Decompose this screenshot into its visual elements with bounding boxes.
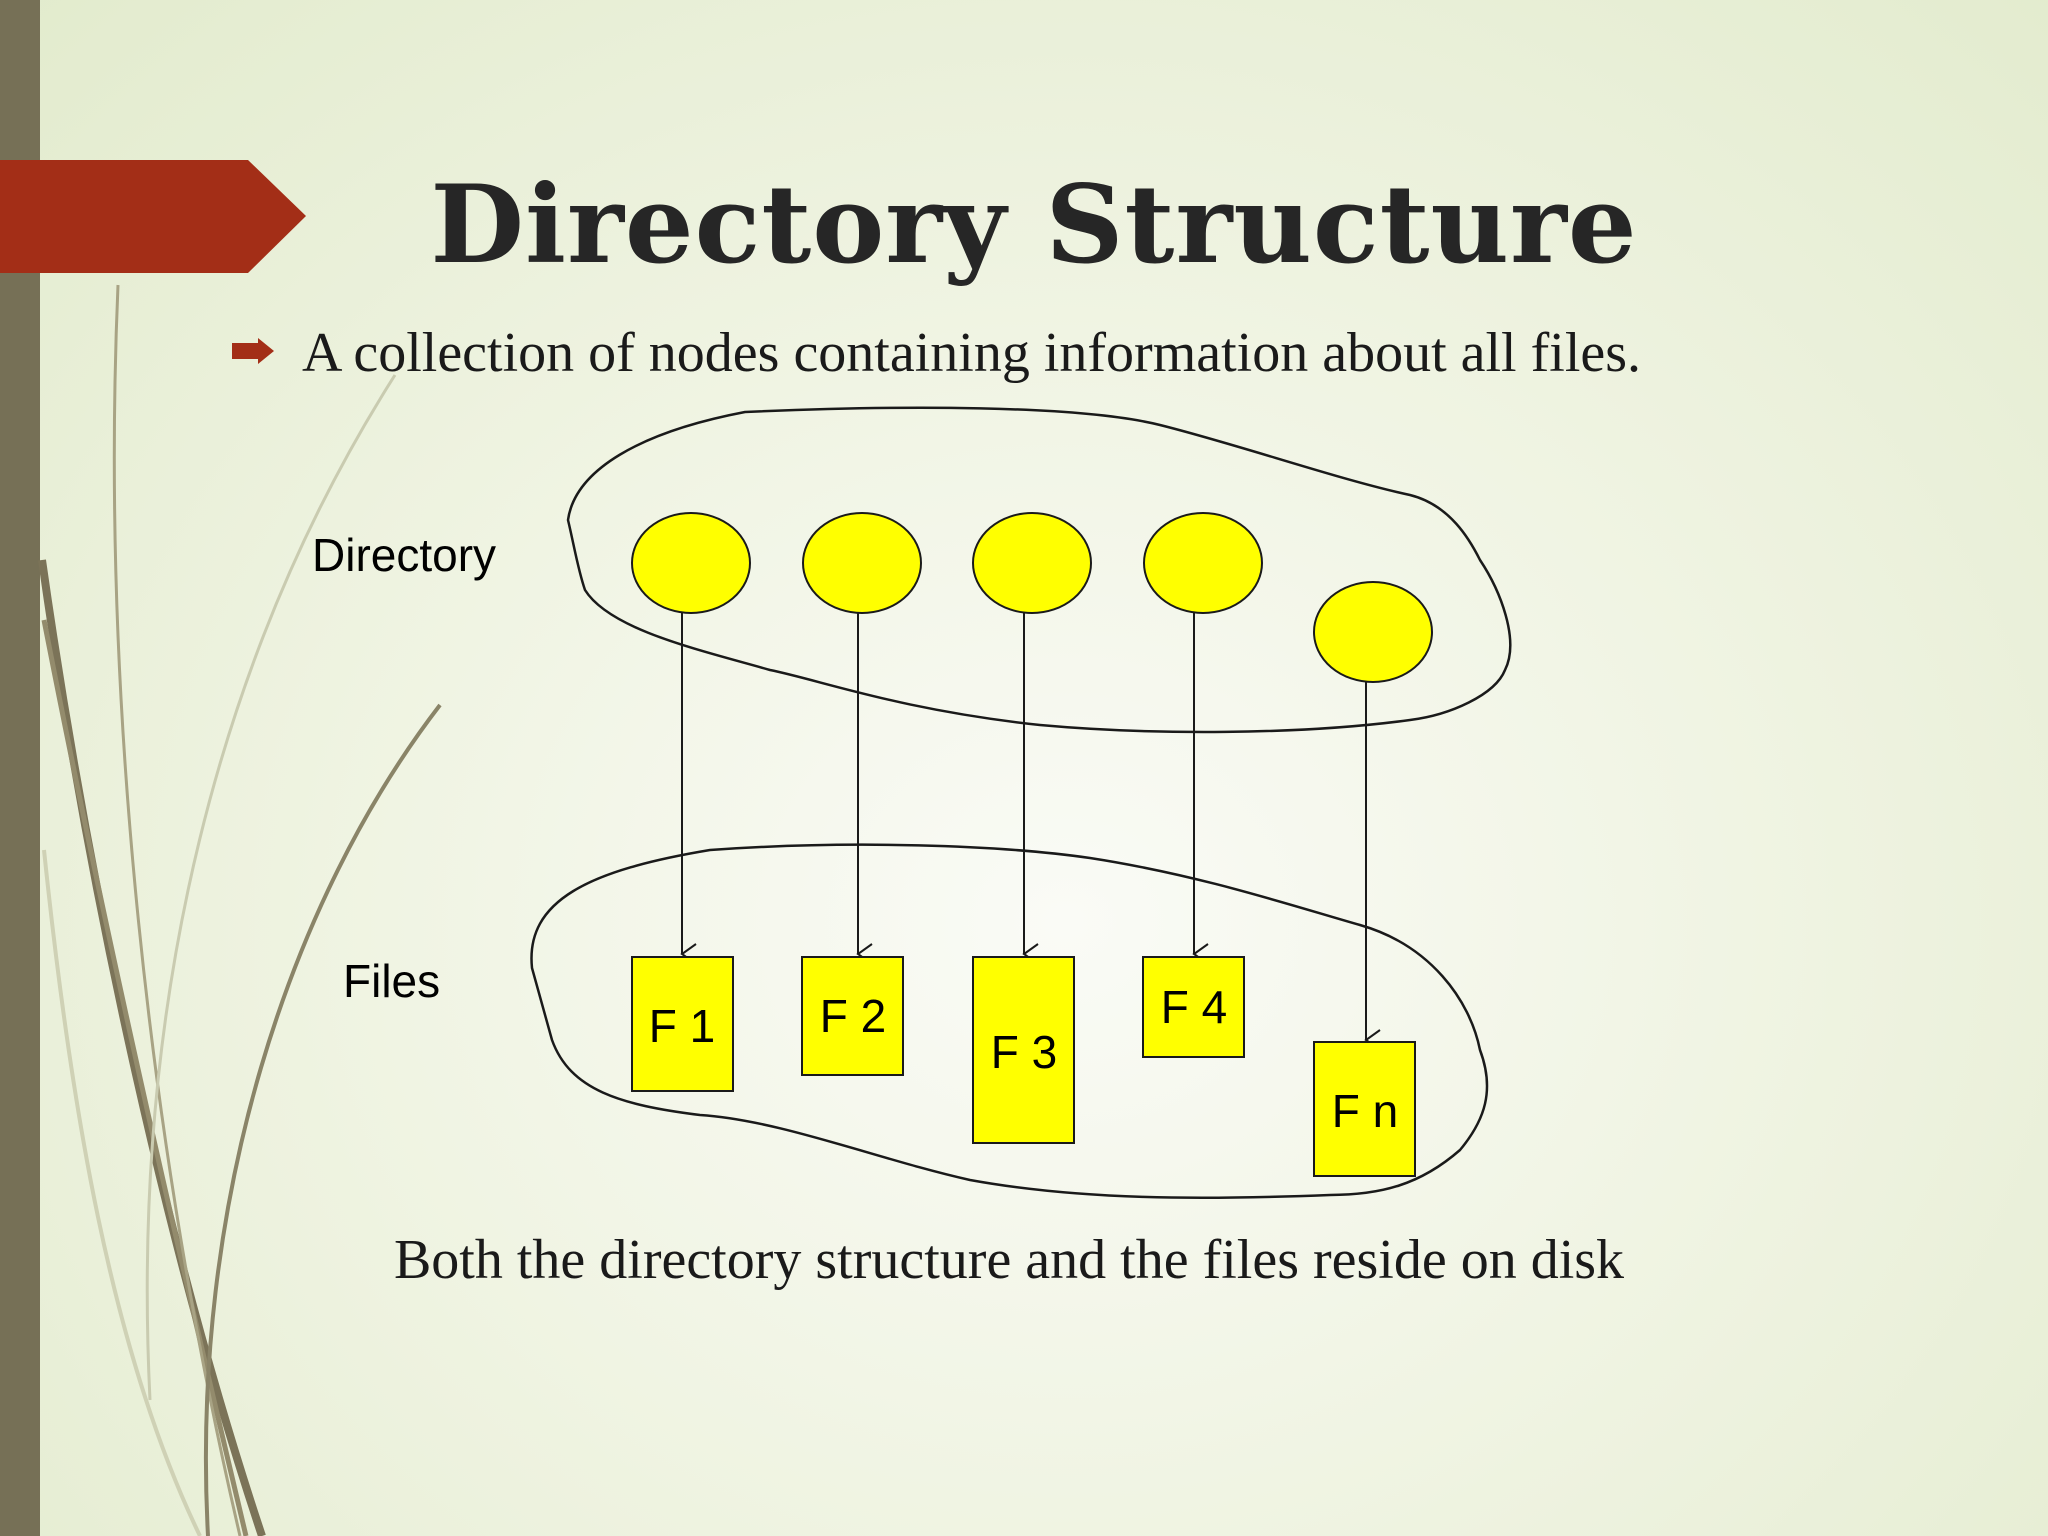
arrow-bullet-icon: [232, 338, 274, 364]
files-label: Files: [343, 955, 440, 1007]
file-box-f2: [801, 956, 904, 1076]
footer-caption: Both the directory structure and the fil…: [393, 1229, 1625, 1291]
grass-stroke-2: [41, 619, 249, 1536]
bullet-text: A collection of nodes containing informa…: [302, 322, 1642, 384]
file-label-f2: F 2: [820, 990, 886, 1042]
grass-stroke-1: [38, 559, 266, 1536]
file-label-fn: F n: [1332, 1085, 1398, 1137]
files-boundary: [530, 843, 1489, 1200]
file-label-f1: F 1: [649, 1000, 715, 1052]
file-box-f4: [1142, 956, 1245, 1058]
grass-stroke-3: [112, 284, 242, 1536]
directory-node-3: [972, 512, 1092, 614]
file-label-f3: F 3: [991, 1026, 1057, 1078]
title-arrow-shape: [0, 160, 306, 273]
slide-title: Directory Structure: [430, 162, 1638, 288]
directory-boundary: [566, 406, 1512, 734]
file-box-fn: [1313, 1041, 1416, 1177]
directory-label: Directory: [312, 529, 496, 581]
grass-stroke-5: [145, 374, 397, 1401]
file-box-f3: [972, 956, 1075, 1144]
directory-node-5: [1313, 581, 1433, 683]
file-box-f1: [631, 956, 734, 1092]
file-label-f4: F 4: [1161, 981, 1227, 1033]
directory-node-4: [1143, 512, 1263, 614]
directory-node-2: [802, 512, 922, 614]
directory-node-1: [631, 512, 751, 614]
grass-stroke-6: [42, 849, 202, 1536]
grass-stroke-4: [203, 703, 442, 1536]
